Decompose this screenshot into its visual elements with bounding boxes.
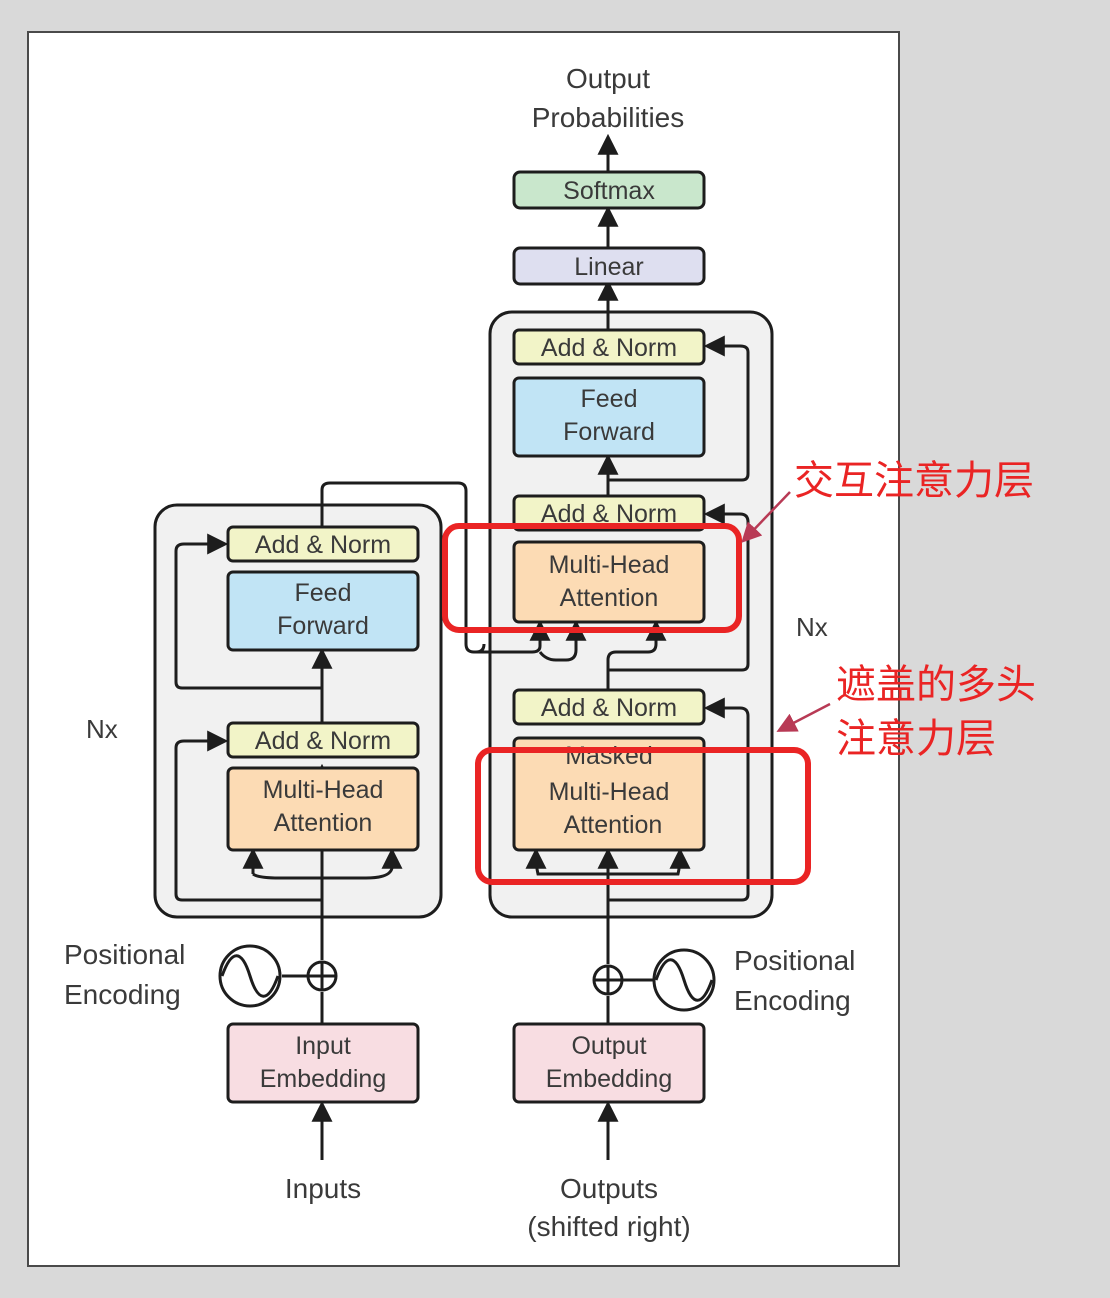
cross-attention-highlight [442,523,742,633]
decoder-masked-attention-label-2: Attention [564,811,663,839]
encoder-attention [226,766,420,852]
masked-attention-pointer [776,702,831,732]
encoder-add-icon-cross [309,963,335,989]
encoder-add-norm-top [226,525,420,563]
decoder-masked-label: Masked [565,742,653,770]
decoder-cross-attention-label-2: Attention [560,584,659,612]
encoder-repeat-label: Nx [86,714,118,744]
decoder-add-norm-bottom-label: Add & Norm [541,694,677,722]
masked-attention-annotation: 遮盖的多头 [836,663,1036,707]
softmax-box [512,170,706,210]
decoder-positional-encoding-label-2: Encoding [734,985,851,1016]
encoder-positional-encoding-label: Positional [64,939,185,970]
decoder-add-norm-middle [512,494,706,532]
cross-attention-pointer [741,491,791,543]
output-embedding-label-2: Embedding [546,1065,672,1093]
decoder-add-norm-top-label: Add & Norm [541,334,677,362]
decoder-wave-icon-curve [654,958,714,1002]
masked-attention-annotation-2: 注意力层 [836,717,996,761]
input-embedding-label-2: Embedding [260,1065,386,1093]
encoder-add-norm-bottom-label: Add & Norm [255,727,391,755]
output-probabilities-label-2: Probabilities [532,102,685,133]
linear-box [512,246,706,286]
decoder-feed-forward-label-2: Forward [563,418,655,446]
input-embedding-label: Input [295,1032,351,1060]
outputs-label-2: (shifted right) [527,1211,690,1242]
decoder-cross-attention [512,540,706,624]
encoder-wave-icon-curve [220,954,280,998]
decoder-repeat-label: Nx [796,612,828,642]
softmax-label: Softmax [563,177,655,205]
decoder-masked-attention-label: Multi-Head [549,778,670,806]
outputs-label: Outputs [560,1173,658,1204]
decoder-masked-attention [512,736,706,852]
inputs-label: Inputs [285,1173,361,1204]
output-probabilities-label: Output [566,63,650,94]
encoder-attention-label: Multi-Head [263,776,384,804]
decoder-feed-forward-label: Feed [581,385,638,413]
encoder-feed-forward [226,570,420,652]
decoder-positional-encoding-label: Positional [734,945,855,976]
linear-label: Linear [574,253,644,281]
input-embedding [226,1022,420,1104]
decoder-add-norm-top [512,328,706,366]
decoder-add-icon-cross [595,967,621,993]
encoder-add-norm-bottom [226,721,420,759]
encoder-add-norm-top-label: Add & Norm [255,531,391,559]
encoder-feed-forward-label-2: Forward [277,612,369,640]
decoder-add-norm-bottom [512,688,706,726]
encoder-stack [153,503,443,919]
decoder-feed-forward [512,376,706,458]
output-embedding [512,1022,706,1104]
encoder-attention-label-2: Attention [274,809,373,837]
decoder-cross-attention-label: Multi-Head [549,551,670,579]
masked-attention-highlight [475,747,811,885]
encoder-feed-forward-label: Feed [295,579,352,607]
cross-attention-annotation: 交互注意力层 [794,459,1034,503]
encoder-positional-encoding-label-2: Encoding [64,979,181,1010]
output-embedding-label: Output [571,1032,646,1060]
